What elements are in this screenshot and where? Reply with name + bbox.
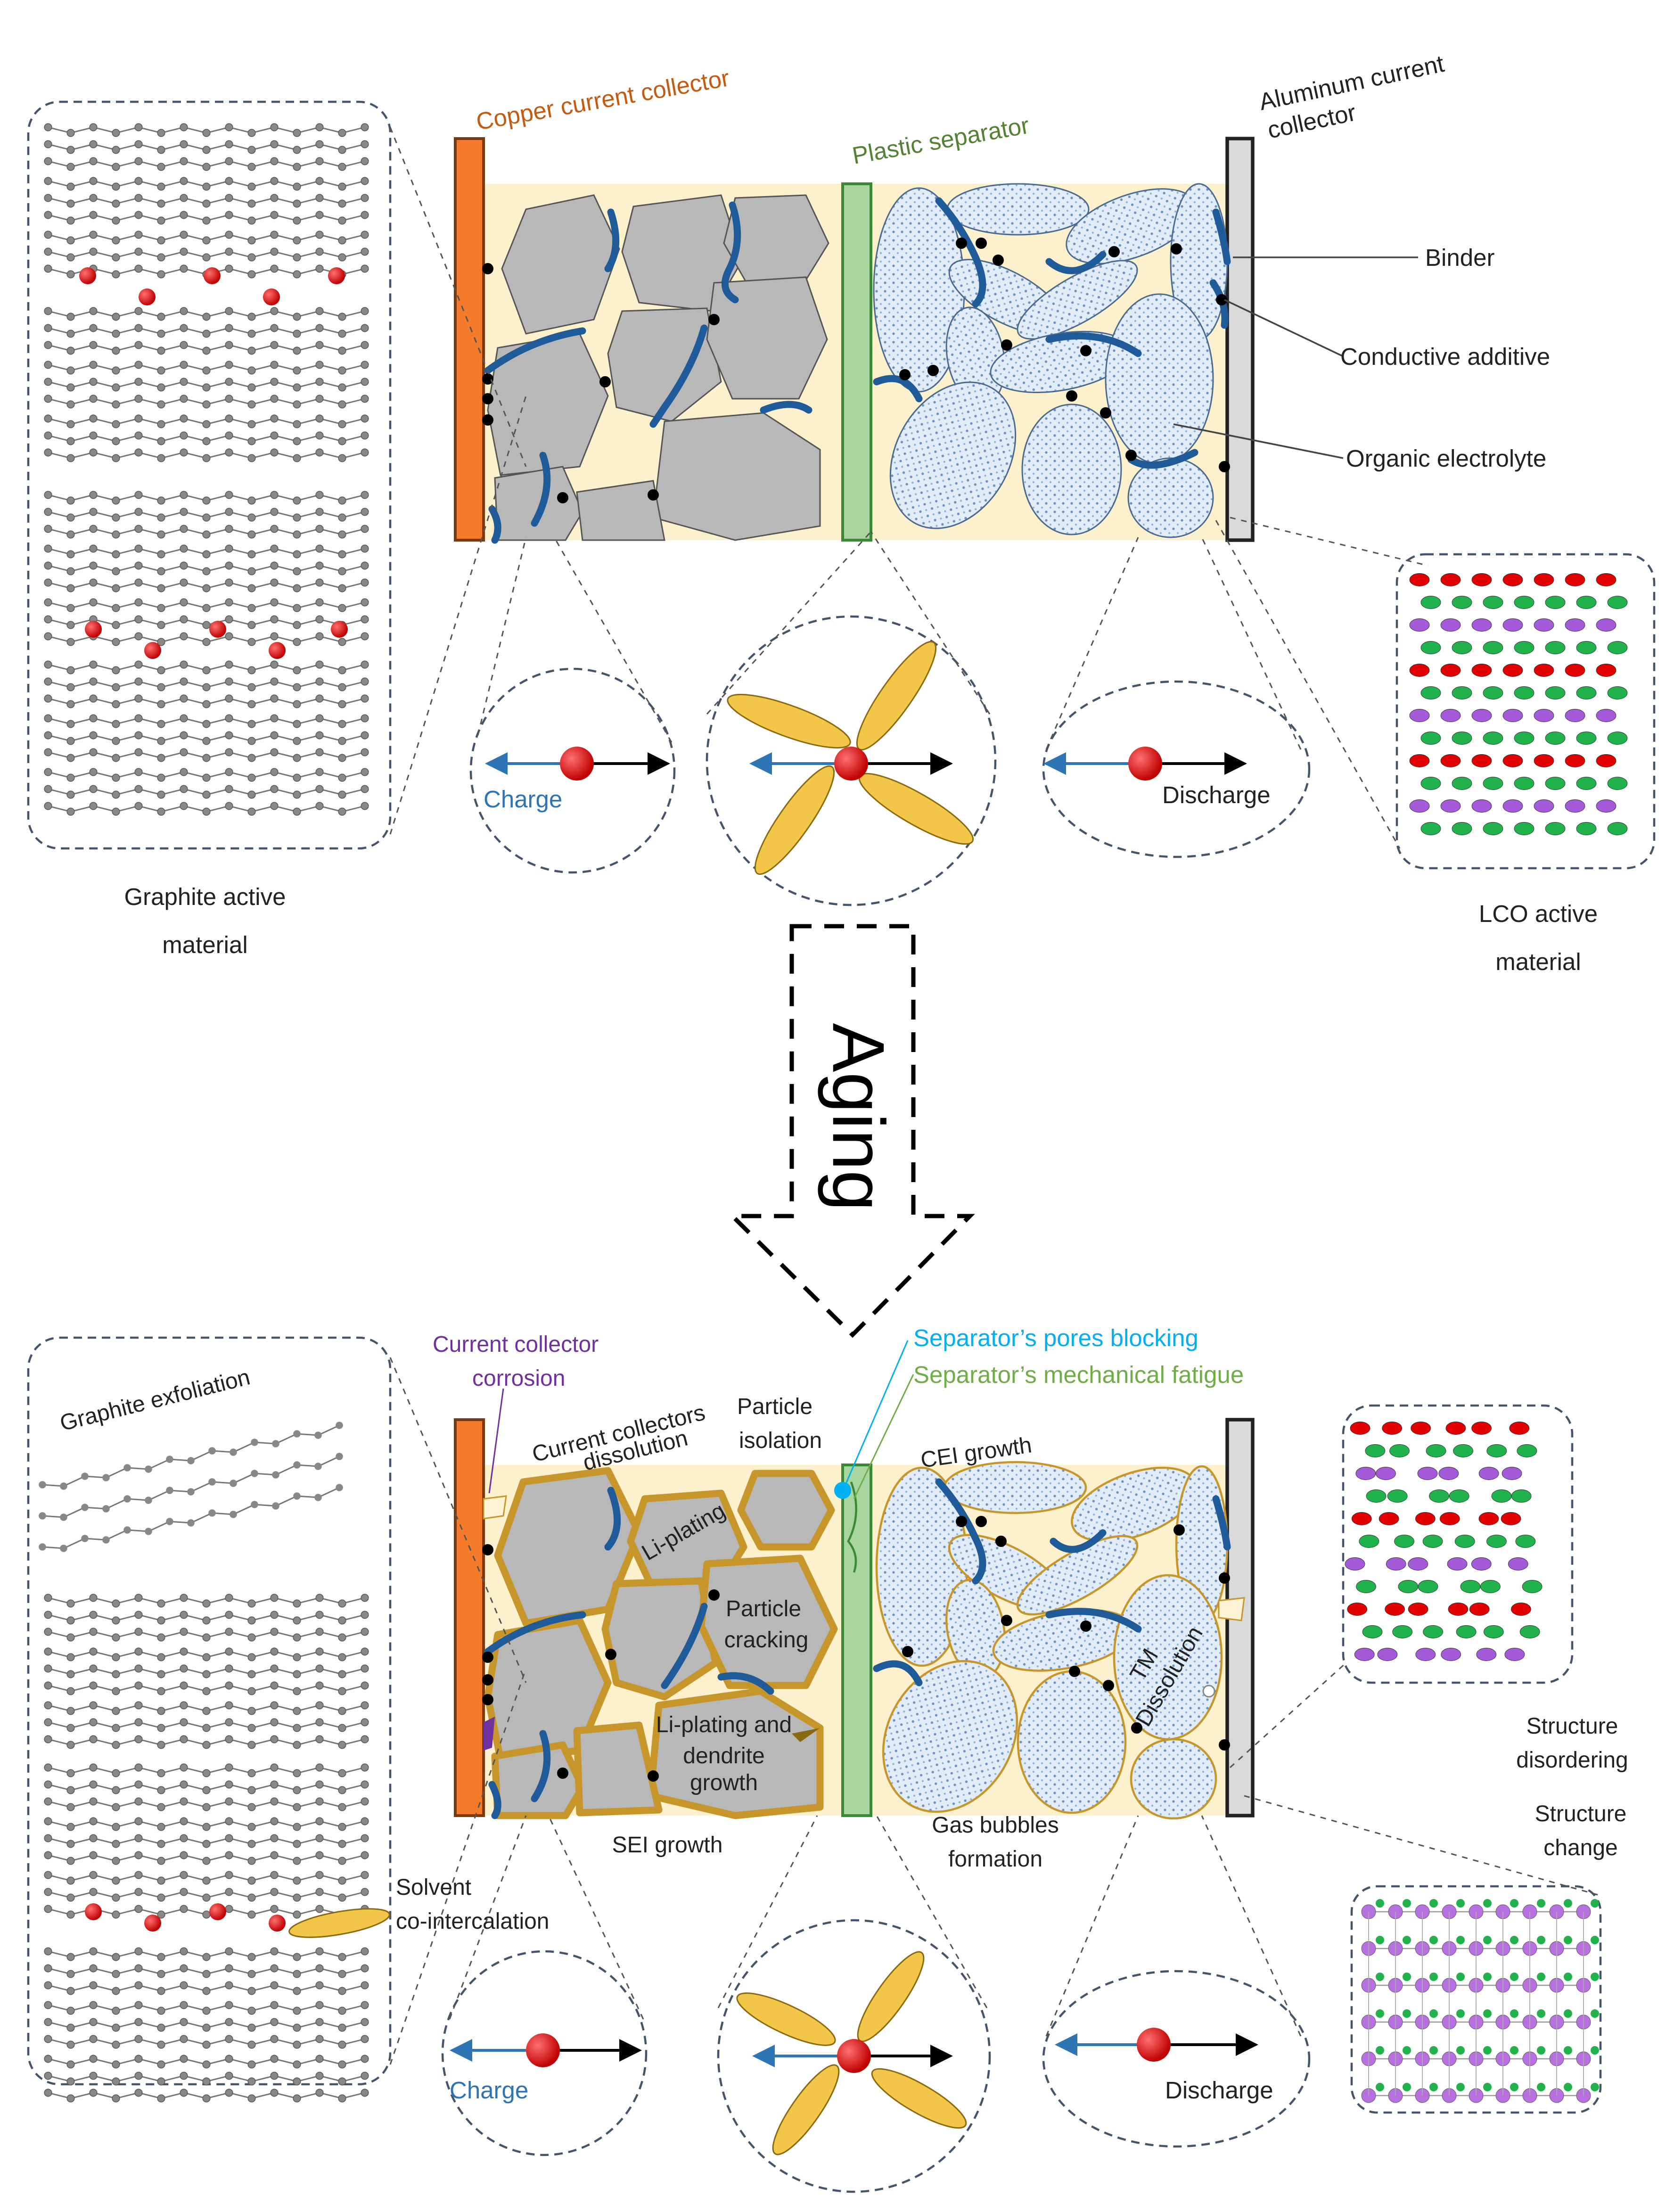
bottom-graphite-box <box>27 1336 527 2103</box>
spinel-atoms <box>1361 1899 1599 2103</box>
bottom-lco-change-box <box>1244 1795 1602 2114</box>
bottom-zoom-bubbles <box>441 1815 1311 2193</box>
top-aluminum-collector <box>1225 137 1255 542</box>
top-separator <box>841 182 872 542</box>
label-copper-collector: Copper current collector <box>474 64 731 135</box>
label-particle-cracking-2: cracking <box>724 1628 809 1653</box>
label-structure-change-2: change <box>1543 1835 1617 1860</box>
label-graphite-2: material <box>162 931 247 958</box>
top-zoom-bubbles <box>469 531 1311 906</box>
label-bottom-charge: Charge <box>450 2077 528 2104</box>
top-lco-box <box>1215 517 1656 870</box>
aging-label: Aging <box>817 1023 899 1211</box>
top-lco-atoms <box>1409 573 1628 835</box>
bottom-leader-lines <box>488 1340 914 1499</box>
bottom-lco-atoms <box>1345 1422 1543 1661</box>
label-lco-1: LCO active <box>1479 900 1598 927</box>
label-conductive-additive: Conductive additive <box>1340 343 1550 370</box>
bottom-copper-collector <box>454 1418 485 1817</box>
bottom-graphite-particles <box>484 1467 838 1819</box>
bottom-binder <box>484 1478 1231 1819</box>
top-conductive-additive <box>482 238 1230 503</box>
bottom-lco-disorder-box <box>1229 1404 1574 1768</box>
top-lco-particles <box>873 183 1228 538</box>
label-particle-cracking-1: Particle <box>726 1596 801 1621</box>
label-gas-bubbles-1: Gas bubbles <box>932 1813 1059 1838</box>
label-particle-isolation-1: Particle <box>737 1394 812 1419</box>
label-organic-electrolyte: Organic electrolyte <box>1346 445 1546 472</box>
aging-arrow: Aging <box>727 924 975 1338</box>
label-graphite-1: Graphite active <box>124 883 286 910</box>
top-leader-lines <box>1173 256 1418 459</box>
label-lco-2: material <box>1495 948 1581 975</box>
bottom-lco-particles <box>875 1461 1229 1820</box>
top-solvent-molecules <box>727 641 974 875</box>
bottom-degradation-marks <box>483 1481 1245 1751</box>
top-graphite-layers <box>44 123 369 816</box>
top-copper-collector <box>454 137 485 542</box>
label-solvent-2: co-intercalation <box>396 1909 550 1934</box>
bottom-separator <box>841 1464 872 1817</box>
label-binder: Binder <box>1425 244 1494 271</box>
label-structure-disordering-1: Structure <box>1526 1714 1618 1739</box>
bottom-conductive-additive <box>482 1516 1230 1782</box>
bottom-graphite-layers <box>39 1422 369 2103</box>
label-mechanical-fatigue: Separator’s mechanical fatigue <box>913 1361 1244 1388</box>
bottom-solvent-molecules <box>736 1951 967 2155</box>
label-plastic-separator: Plastic separator <box>850 112 1031 169</box>
label-pores-blocking: Separator’s pores blocking <box>913 1324 1198 1351</box>
label-li-dendrite-1: Li-plating and <box>656 1712 792 1737</box>
bottom-cell <box>454 1340 1255 1820</box>
label-solvent-1: Solvent <box>396 1875 471 1900</box>
top-graphite-particles <box>487 194 829 541</box>
top-cell <box>454 137 1418 544</box>
top-graphite-box <box>27 100 527 850</box>
label-bottom-discharge: Discharge <box>1165 2077 1273 2104</box>
label-structure-disordering-2: disordering <box>1516 1748 1628 1773</box>
label-structure-change-1: Structure <box>1535 1801 1627 1826</box>
label-corrosion-1: Current collector <box>433 1332 599 1357</box>
label-sei-growth: SEI growth <box>612 1833 723 1858</box>
label-top-charge: Charge <box>484 786 562 813</box>
label-gas-bubbles-2: formation <box>948 1847 1042 1872</box>
label-li-dendrite-3: growth <box>690 1770 758 1795</box>
label-top-discharge: Discharge <box>1162 781 1271 808</box>
label-corrosion-2: corrosion <box>472 1366 565 1391</box>
label-particle-isolation-2: isolation <box>739 1428 822 1453</box>
label-li-dendrite-2: dendrite <box>683 1743 764 1768</box>
